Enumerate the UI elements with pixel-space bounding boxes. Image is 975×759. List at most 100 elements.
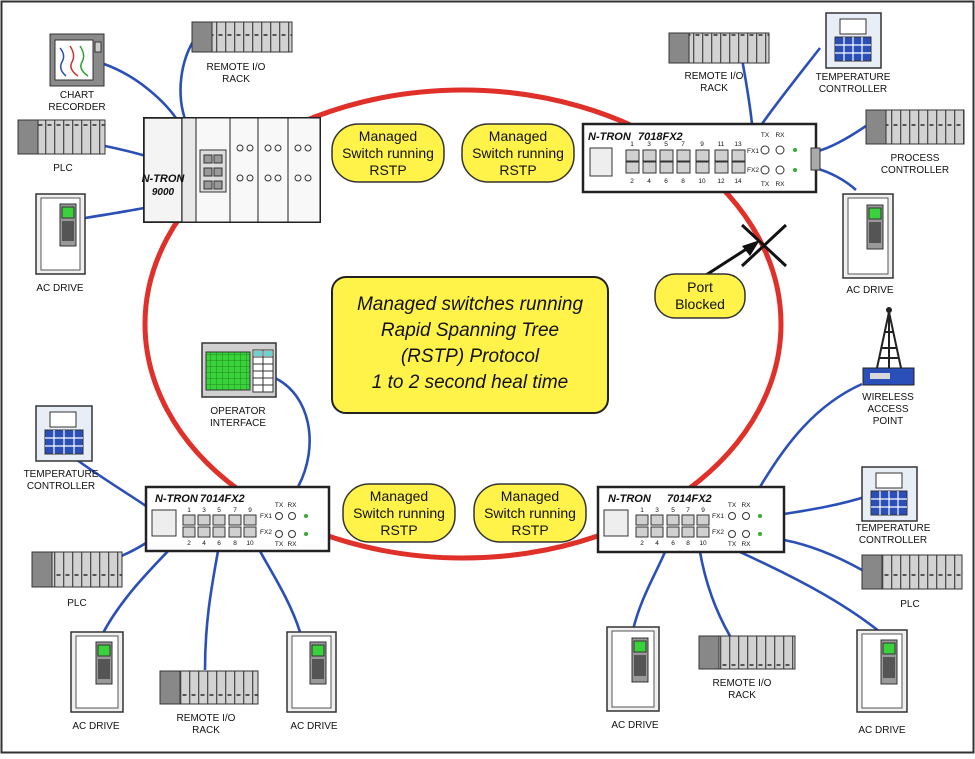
- device-label: PLC: [53, 163, 72, 174]
- cable-wireless-ap: [758, 382, 863, 488]
- ac-drive-icon: [856, 629, 908, 713]
- sw9000-brand: N-TRON: [142, 173, 186, 185]
- ethernet-port-icon: [695, 161, 710, 174]
- sw7014b-port-label: 6: [671, 540, 675, 547]
- device-label: REMOTE I/O: [713, 678, 772, 689]
- port-blocked-line: Blocked: [675, 296, 725, 312]
- device-label: REMOTE I/O: [685, 71, 744, 82]
- device-label: AC DRIVE: [36, 283, 84, 294]
- sw7014b-rx-label: RX: [741, 541, 751, 548]
- device-label: PLC: [67, 598, 86, 609]
- ethernet-port-icon: [676, 161, 691, 174]
- sw7014a-port-label: 5: [217, 507, 221, 514]
- device-label: TEMPERATURE: [856, 523, 931, 534]
- sw7018-port-label: 14: [734, 178, 742, 185]
- sw7014b-port-label: 10: [699, 540, 707, 547]
- sw7014b-port-label: 9: [701, 507, 705, 514]
- ethernet-port-icon: [714, 161, 729, 174]
- cable-operator-if: [274, 376, 311, 488]
- device-label: AC DRIVE: [290, 721, 338, 732]
- cable-ac-drive-br2: [739, 550, 881, 634]
- sw7014a-brand: N-TRON: [155, 493, 199, 505]
- device-label: AC DRIVE: [72, 721, 120, 732]
- ac-drive-icon: [842, 193, 894, 279]
- center-note-line: Managed switches running: [357, 294, 583, 315]
- device-label: RACK: [728, 690, 756, 701]
- cable-ac-drive-br1: [631, 551, 667, 631]
- ethernet-port-icon: [731, 161, 746, 174]
- device-label: AC DRIVE: [611, 720, 659, 731]
- bubble-line: Switch running: [353, 505, 445, 521]
- sw7014a-fx1-label: FX1: [260, 513, 272, 520]
- ethernet-port-icon: [695, 149, 710, 162]
- cable-temp-ctrl-br: [783, 494, 869, 516]
- sw7014b-port-label: 2: [640, 540, 644, 547]
- device-label: RACK: [700, 83, 728, 94]
- sw7018-rx-label: RX: [775, 132, 785, 139]
- switch-7014fx2-left: N-TRON 7014FX2 1 3 5 7 9 2 4 6 8 10 TX R…: [144, 485, 331, 553]
- cable-ac-drive-bl2: [258, 550, 302, 633]
- sw7018-port-label: 3: [647, 141, 651, 148]
- device-label: RACK: [222, 74, 250, 85]
- switch-9000: N-TRON 9000: [142, 117, 321, 223]
- cable-remote-io-br: [698, 551, 732, 637]
- bubble-line: Managed: [359, 128, 417, 144]
- device-label: CHART: [60, 90, 94, 101]
- bubble-line: Managed: [489, 128, 547, 144]
- plc-icon: [31, 551, 123, 588]
- sw7014b-port-label: 8: [686, 540, 690, 547]
- remote-io-rack-icon: [159, 670, 259, 705]
- cable-ac-drive-tl: [84, 206, 145, 220]
- ethernet-port-icon: [659, 149, 674, 162]
- sw7018-port-label: 11: [718, 141, 725, 148]
- device-label: RECORDER: [48, 102, 105, 113]
- device-label: ACCESS: [867, 404, 908, 415]
- sw7018-port-label: 8: [681, 178, 685, 185]
- sw7014a-rx-label: RX: [287, 502, 297, 509]
- wireless-access-point-icon: [862, 307, 915, 386]
- temperature-controller-icon: [35, 405, 93, 462]
- ethernet-port-icon: [714, 149, 729, 162]
- cable-temp-ctrl-bl: [76, 458, 147, 508]
- blocked-x-icon: [740, 223, 788, 268]
- sw7014b-port-label: 3: [655, 507, 659, 514]
- sw7014b-tx-label: TX: [728, 541, 737, 548]
- device-label: REMOTE I/O: [207, 62, 266, 73]
- sw7014a-port-label: 3: [202, 507, 206, 514]
- remote-io-rack-icon: [698, 635, 796, 670]
- cable-ac-drive-tr: [814, 166, 857, 191]
- sw7018-port-label: 2: [630, 178, 634, 185]
- sw7018-port-label: 12: [717, 178, 725, 185]
- sw7014a-rx-label: RX: [287, 541, 297, 548]
- sw7018-model: 7018FX2: [638, 131, 683, 143]
- center-note-line: (RSTP) Protocol: [401, 346, 540, 367]
- port-blocked-line: Port: [687, 279, 713, 295]
- sw7014a-tx-label: TX: [275, 541, 284, 548]
- device-label: CONTROLLER: [881, 165, 949, 176]
- device-label: WIRELESS: [862, 392, 914, 403]
- sw7018-fx2-label: FX2: [747, 167, 759, 174]
- bubble-line: RSTP: [499, 162, 536, 178]
- cable-remote-io-bl: [203, 550, 220, 671]
- plc-icon: [17, 119, 106, 155]
- device-label: RACK: [192, 725, 220, 736]
- bubble-line: RSTP: [380, 522, 417, 538]
- sw7014b-fx1-label: FX1: [712, 513, 724, 520]
- cable-plc-br: [783, 538, 863, 572]
- cable-chart-recorder: [103, 62, 182, 125]
- rstp-bubble: Managed Switch running RSTP: [342, 483, 456, 543]
- chart-recorder-icon: [49, 33, 105, 87]
- ethernet-port-icon: [625, 149, 640, 162]
- temperature-controller-icon: [861, 466, 918, 522]
- bubble-line: RSTP: [511, 522, 548, 538]
- device-label: OPERATOR: [210, 406, 265, 417]
- sw7014b-port-label: 1: [640, 507, 644, 514]
- rstp-bubble: Managed Switch running RSTP: [461, 123, 575, 183]
- arrow-icon: [705, 246, 749, 277]
- sw7014b-port-label: 4: [655, 540, 659, 547]
- sw7018-port-label: 6: [664, 178, 668, 185]
- sw7014a-tx-label: TX: [275, 502, 284, 509]
- sw7014b-fx2-label: FX2: [712, 529, 724, 536]
- sw7014b-model: 7014FX2: [667, 493, 712, 505]
